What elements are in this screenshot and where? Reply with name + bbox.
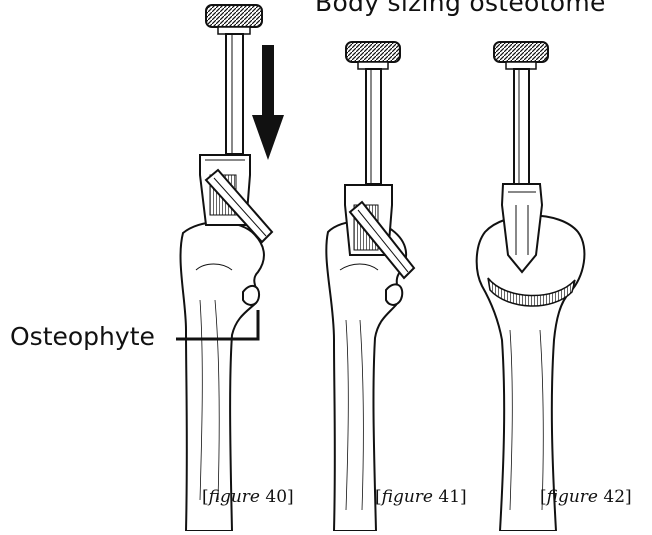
caption-number: 40]	[260, 487, 294, 507]
shaft-42	[514, 69, 529, 184]
femur-41	[326, 221, 406, 531]
knob-42	[494, 42, 548, 62]
knob-41	[346, 42, 400, 62]
caption-number: 42]	[598, 487, 632, 507]
caption-number: 41]	[433, 487, 467, 507]
caption-figure-41: [figure 41]	[375, 487, 467, 507]
osteophyte-label: Osteophyte	[10, 322, 155, 351]
caption-figure-40: [figure 40]	[202, 487, 294, 507]
down-arrow	[252, 45, 284, 160]
femur-40	[181, 222, 264, 531]
osteophyte-40	[243, 286, 259, 305]
caption-open: [	[375, 487, 382, 507]
caption-figure-42: [figure 42]	[540, 487, 632, 507]
shaft-40	[226, 34, 243, 154]
figure-40-drawing	[176, 5, 284, 531]
shaft-41	[366, 69, 381, 184]
caption-word: figure	[547, 487, 598, 507]
knob-40	[206, 5, 262, 27]
caption-word: figure	[382, 487, 433, 507]
caption-open: [	[202, 487, 209, 507]
illustration-heading: Body sizing osteotome	[315, 0, 606, 17]
caption-open: [	[540, 487, 547, 507]
figure-42-drawing	[477, 42, 585, 531]
caption-word: figure	[209, 487, 260, 507]
figure-41-drawing	[326, 42, 414, 531]
